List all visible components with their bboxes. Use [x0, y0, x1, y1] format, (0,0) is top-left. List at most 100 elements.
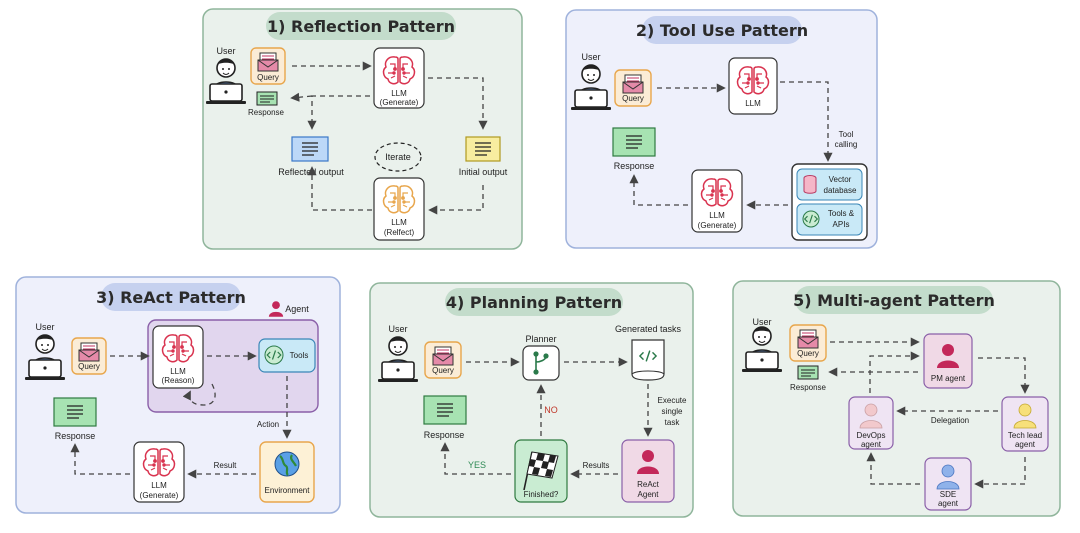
react-environment-box: Environment	[259, 441, 315, 503]
multi-response-icon	[797, 365, 819, 380]
reflection-iterate-label: Iterate	[385, 152, 411, 162]
tooluse-llm: LLM	[728, 57, 778, 115]
tooluse-tools-group: Vector database Tools & APIs	[791, 163, 868, 241]
multi-sde-agent: SDE agent	[924, 457, 972, 511]
reflection-reflected-doc	[291, 136, 329, 162]
tooluse-calling-label-2: calling	[835, 140, 858, 149]
reflection-initial-label: Initial output	[459, 167, 508, 177]
planning-response-doc	[423, 395, 467, 425]
branch-icon	[533, 351, 549, 375]
react-tools-box: Tools	[258, 338, 316, 373]
tooluse-title: 2) Tool Use Pattern	[636, 21, 808, 40]
reflection-panel: 1) Reflection Pattern User Query Respons…	[202, 8, 523, 250]
react-panel: 3) ReAct Pattern Agent User Query LLM (R…	[15, 276, 341, 514]
multi-techlead-label-1: Tech lead	[1008, 431, 1042, 440]
envelope-icon	[78, 342, 100, 362]
react-response-doc	[53, 397, 97, 427]
react-llm2-label: LLM	[151, 481, 167, 490]
finish-flag-icon	[523, 451, 559, 491]
tooluse-vector-label-1: Vector	[829, 175, 852, 184]
planning-execute-label-2: single	[662, 407, 683, 416]
reflection-initial-doc	[465, 136, 501, 162]
reflection-llm-reflect: LLM (Relfect)	[373, 177, 425, 241]
tooluse-llm-label: LLM	[745, 99, 761, 108]
tooluse-vector-label-2: database	[824, 186, 857, 195]
envelope-icon	[622, 74, 644, 94]
planning-execute-label-3: task	[665, 418, 681, 427]
planning-react-agent-label-1: ReAct	[637, 480, 660, 489]
react-llm-reason: LLM (Reason)	[152, 325, 204, 389]
planning-response-label: Response	[424, 430, 465, 440]
multi-delegation-label: Delegation	[931, 416, 969, 425]
multi-devops-label-2: agent	[861, 440, 882, 449]
reflection-llm2-sub: (Relfect)	[384, 228, 415, 237]
multi-pm-agent: PM agent	[923, 333, 973, 389]
reflection-response-icon	[256, 91, 278, 106]
tooluse-tools-label-1: Tools &	[828, 209, 855, 218]
multi-sde-label-2: agent	[938, 499, 959, 508]
multi-title: 5) Multi-agent Pattern	[793, 291, 995, 310]
react-user-label: User	[35, 322, 54, 332]
planning-no-label: NO	[544, 405, 558, 415]
reflection-query-box: Query	[250, 47, 286, 85]
tooluse-query-box: Query	[614, 69, 652, 107]
planning-user-label: User	[388, 324, 407, 334]
envelope-icon	[432, 346, 454, 366]
planning-react-agent-box: ReAct Agent	[621, 439, 675, 503]
planning-planner-box	[522, 345, 560, 381]
planning-execute-label-1: Execute	[658, 396, 687, 405]
react-llm-sub: (Reason)	[162, 376, 195, 385]
tooluse-llm-generate: LLM (Generate)	[691, 169, 743, 233]
reflection-llm2-label: LLM	[391, 218, 407, 227]
multi-query-label: Query	[797, 349, 819, 358]
planning-planner-label: Planner	[525, 334, 556, 344]
multi-devops-label-1: DevOps	[857, 431, 886, 440]
planning-generated-label: Generated tasks	[615, 324, 682, 334]
tooluse-query-label: Query	[622, 94, 644, 103]
reflection-llm-generate: LLM (Generate)	[373, 47, 425, 109]
planning-yes-label: YES	[468, 460, 486, 470]
react-llm-generate: LLM (Generate)	[133, 441, 185, 503]
reflection-llm-sub: (Generate)	[380, 98, 419, 107]
tooluse-panel: 2) Tool Use Pattern User Query LLM Tool …	[565, 9, 878, 249]
reflection-reflected-label: Reflected output	[278, 167, 344, 177]
planning-finished-label: Finished?	[524, 490, 559, 499]
planning-results-label: Results	[583, 461, 610, 470]
reflection-query-label: Query	[257, 73, 279, 82]
react-agent-label: Agent	[285, 304, 309, 314]
reflection-iterate-loop: Iterate	[374, 142, 422, 172]
multi-pm-label: PM agent	[931, 374, 966, 383]
tooluse-llm2-sub: (Generate)	[698, 221, 737, 230]
multi-query-box: Query	[789, 324, 827, 362]
reflection-title: 1) Reflection Pattern	[267, 17, 455, 36]
react-result-label: Result	[214, 461, 237, 470]
react-title: 3) ReAct Pattern	[96, 288, 246, 307]
planning-react-agent-label-2: Agent	[638, 490, 660, 499]
tooluse-user-label: User	[581, 52, 600, 62]
planning-tasks-icon	[631, 339, 665, 381]
tooluse-response-doc	[612, 127, 656, 157]
database-icon	[803, 175, 817, 194]
multi-techlead-agent: Tech lead agent	[1001, 396, 1049, 452]
tooluse-calling-label-1: Tool	[839, 130, 854, 139]
planning-query-label: Query	[432, 366, 454, 375]
planning-finished-box: Finished?	[514, 439, 568, 503]
planning-title: 4) Planning Pattern	[446, 293, 622, 312]
planning-query-box: Query	[424, 341, 462, 379]
tooluse-response-label: Response	[614, 161, 655, 171]
react-query-box: Query	[71, 337, 107, 375]
reflection-llm-label: LLM	[391, 89, 407, 98]
tooluse-llm2-label: LLM	[709, 211, 725, 220]
envelope-icon	[797, 329, 819, 349]
multi-user-label: User	[752, 317, 771, 327]
react-tools-label: Tools	[290, 351, 309, 360]
planning-panel: 4) Planning Pattern User Query Planner G…	[369, 282, 694, 518]
multi-response-label: Response	[790, 383, 827, 392]
react-query-label: Query	[78, 362, 100, 371]
reflection-response-label: Response	[248, 108, 285, 117]
tooluse-tools-label-2: APIs	[833, 220, 850, 229]
multi-techlead-label-2: agent	[1015, 440, 1036, 449]
react-environment-label: Environment	[265, 486, 311, 495]
